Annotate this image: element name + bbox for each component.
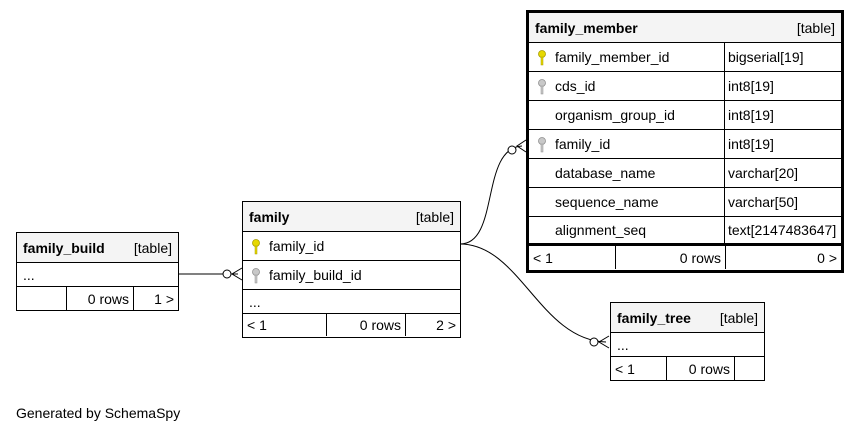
primary-key-icon <box>252 239 260 255</box>
children-count[interactable]: 1 > <box>133 287 178 310</box>
children-count[interactable]: 0 > <box>725 246 841 269</box>
table-family-tree[interactable]: family_tree [table] ... < 1 0 rows <box>610 302 765 381</box>
column-name: alignment_seq <box>555 222 647 238</box>
row-count: 0 rows <box>666 357 734 380</box>
column-type: bigserial[19] <box>724 43 841 71</box>
column-type: int8[19] <box>724 130 841 158</box>
column-type: varchar[50] <box>724 188 841 216</box>
column-type: text[2147483647] <box>724 217 841 243</box>
column-row[interactable]: family_member_id bigserial[19] <box>529 43 841 72</box>
parents-count[interactable]: < 1 <box>247 317 267 333</box>
parents-count[interactable]: < 1 <box>615 360 635 377</box>
row-count: 0 rows <box>66 287 133 310</box>
foreign-key-icon <box>252 268 260 284</box>
column-name: family_build_id <box>269 267 362 283</box>
column-row[interactable]: family_id <box>243 232 460 261</box>
table-name: family_tree <box>617 309 691 326</box>
row-count: 0 rows <box>615 246 725 269</box>
column-name: family_id <box>555 136 611 152</box>
table-header: family_build [table] <box>17 233 178 263</box>
column-name: cds_id <box>555 78 596 94</box>
table-family[interactable]: family [table] family_id family_build_id… <box>242 201 461 338</box>
table-header: family [table] <box>243 202 460 232</box>
table-header: family_tree [table] <box>611 303 764 333</box>
children-count[interactable]: 2 > <box>405 314 460 336</box>
table-family-build[interactable]: family_build [table] ... 0 rows 1 > <box>16 232 179 311</box>
table-name: family <box>249 208 290 225</box>
relation-family-to-family-member <box>459 145 523 245</box>
table-tag: [table] <box>133 239 172 256</box>
table-tag: [table] <box>796 19 835 36</box>
generator-credit: Generated by SchemaSpy <box>16 405 181 421</box>
more-columns: ... <box>243 290 460 314</box>
column-name: organism_group_id <box>555 107 675 123</box>
relation-crowsfoot <box>516 139 527 153</box>
table-name: family_member <box>535 19 638 36</box>
primary-key-icon <box>538 50 546 66</box>
relation-optional-marker <box>507 145 517 155</box>
table-tag: [table] <box>719 309 758 326</box>
table-name: family_build <box>23 239 105 256</box>
more-columns: ... <box>611 333 764 357</box>
column-row[interactable]: database_name varchar[20] <box>529 159 841 188</box>
table-family-member[interactable]: family_member [table] family_member_id b… <box>526 10 844 273</box>
relation-crowsfoot <box>231 267 243 281</box>
more-columns: ... <box>17 263 178 287</box>
column-row[interactable]: organism_group_id int8[19] <box>529 101 841 130</box>
table-footer: < 1 0 rows 2 > <box>243 314 460 336</box>
column-name: family_id <box>269 238 325 254</box>
column-type: varchar[20] <box>724 159 841 187</box>
relation-crowsfoot <box>598 335 610 349</box>
relation-optional-marker <box>222 269 232 279</box>
children-count[interactable] <box>734 357 764 380</box>
column-type: int8[19] <box>724 72 841 100</box>
column-row[interactable]: sequence_name varchar[50] <box>529 188 841 217</box>
parents-count[interactable] <box>17 287 66 310</box>
relation-optional-marker <box>589 337 599 347</box>
column-row[interactable]: cds_id int8[19] <box>529 72 841 101</box>
foreign-key-icon <box>538 137 546 153</box>
parents-count[interactable]: < 1 <box>533 249 553 266</box>
column-type: int8[19] <box>724 101 841 129</box>
column-row[interactable]: family_build_id <box>243 261 460 290</box>
column-name: sequence_name <box>555 194 659 210</box>
column-name: database_name <box>555 165 656 181</box>
column-row[interactable]: family_id int8[19] <box>529 130 841 159</box>
column-row[interactable]: alignment_seq text[2147483647] <box>529 217 841 246</box>
table-tag: [table] <box>415 208 454 225</box>
table-footer: < 1 0 rows <box>611 357 764 380</box>
table-footer: < 1 0 rows 0 > <box>529 246 841 269</box>
row-count: 0 rows <box>326 314 405 336</box>
relation-family-to-family-tree <box>459 243 607 343</box>
table-header: family_member [table] <box>529 13 841 43</box>
foreign-key-icon <box>538 79 546 95</box>
column-name: family_member_id <box>555 49 670 65</box>
table-footer: 0 rows 1 > <box>17 287 178 310</box>
